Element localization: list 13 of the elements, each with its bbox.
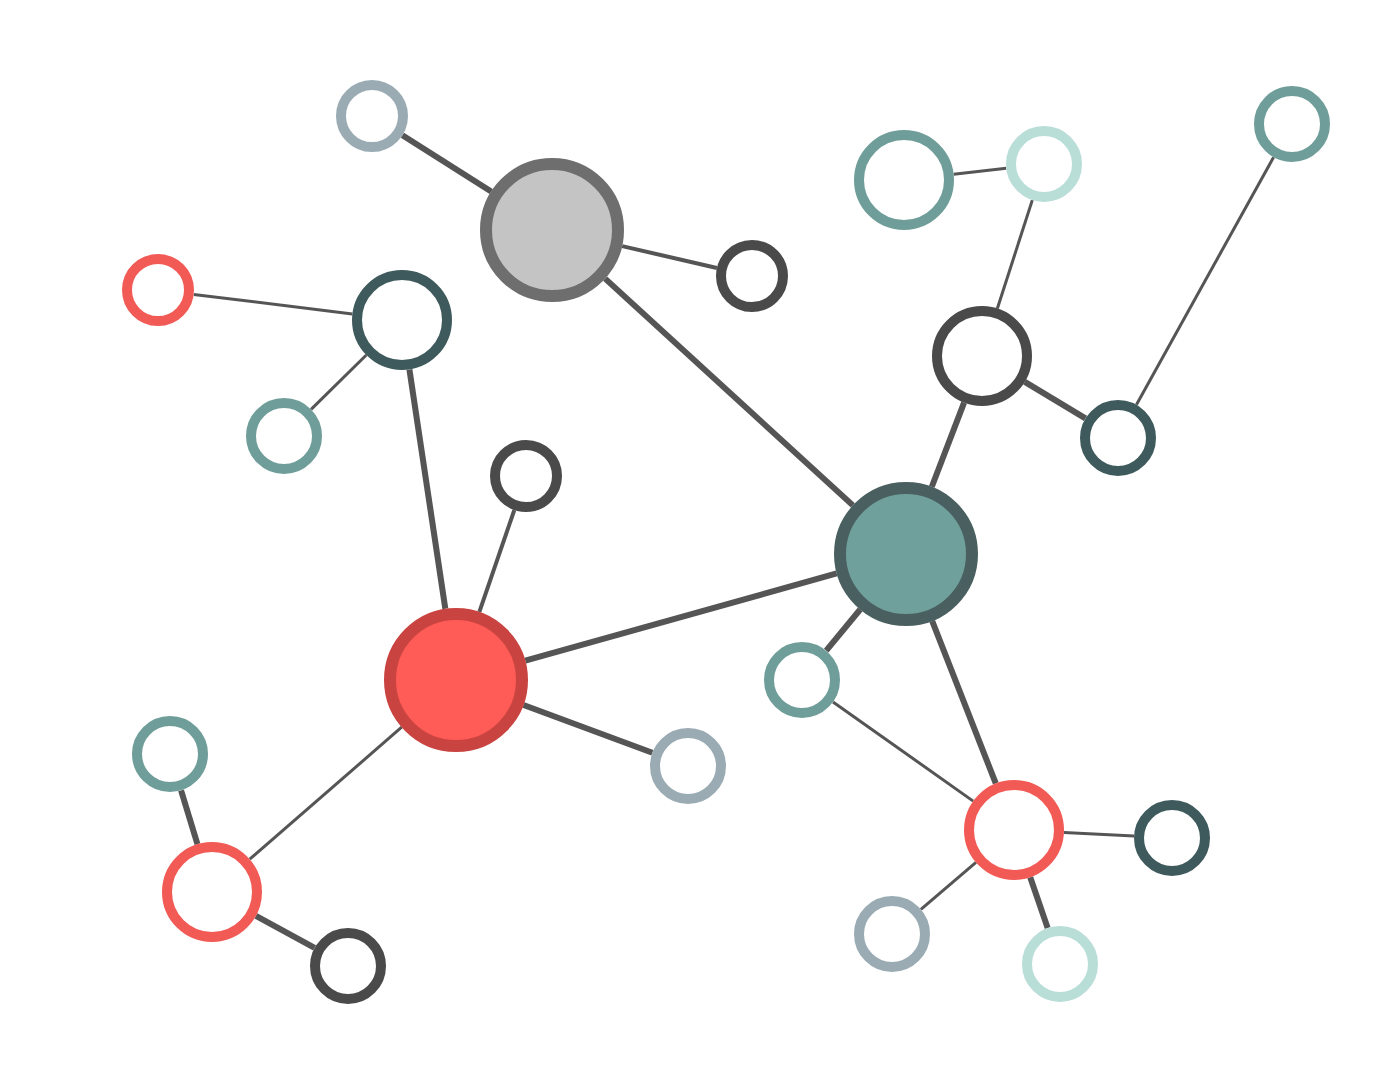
connector-line (524, 570, 838, 664)
connector-line (953, 166, 1007, 176)
connector-line (1063, 831, 1135, 838)
connector-line (1027, 876, 1051, 930)
connector-line (178, 789, 201, 846)
connector-line (477, 509, 517, 613)
connector-line (603, 276, 855, 508)
connector-line (995, 199, 1034, 309)
connector-line (929, 401, 967, 488)
connector-line (621, 244, 718, 270)
connector-line (193, 292, 353, 316)
connector-line (406, 369, 449, 610)
connector-line (248, 726, 403, 861)
